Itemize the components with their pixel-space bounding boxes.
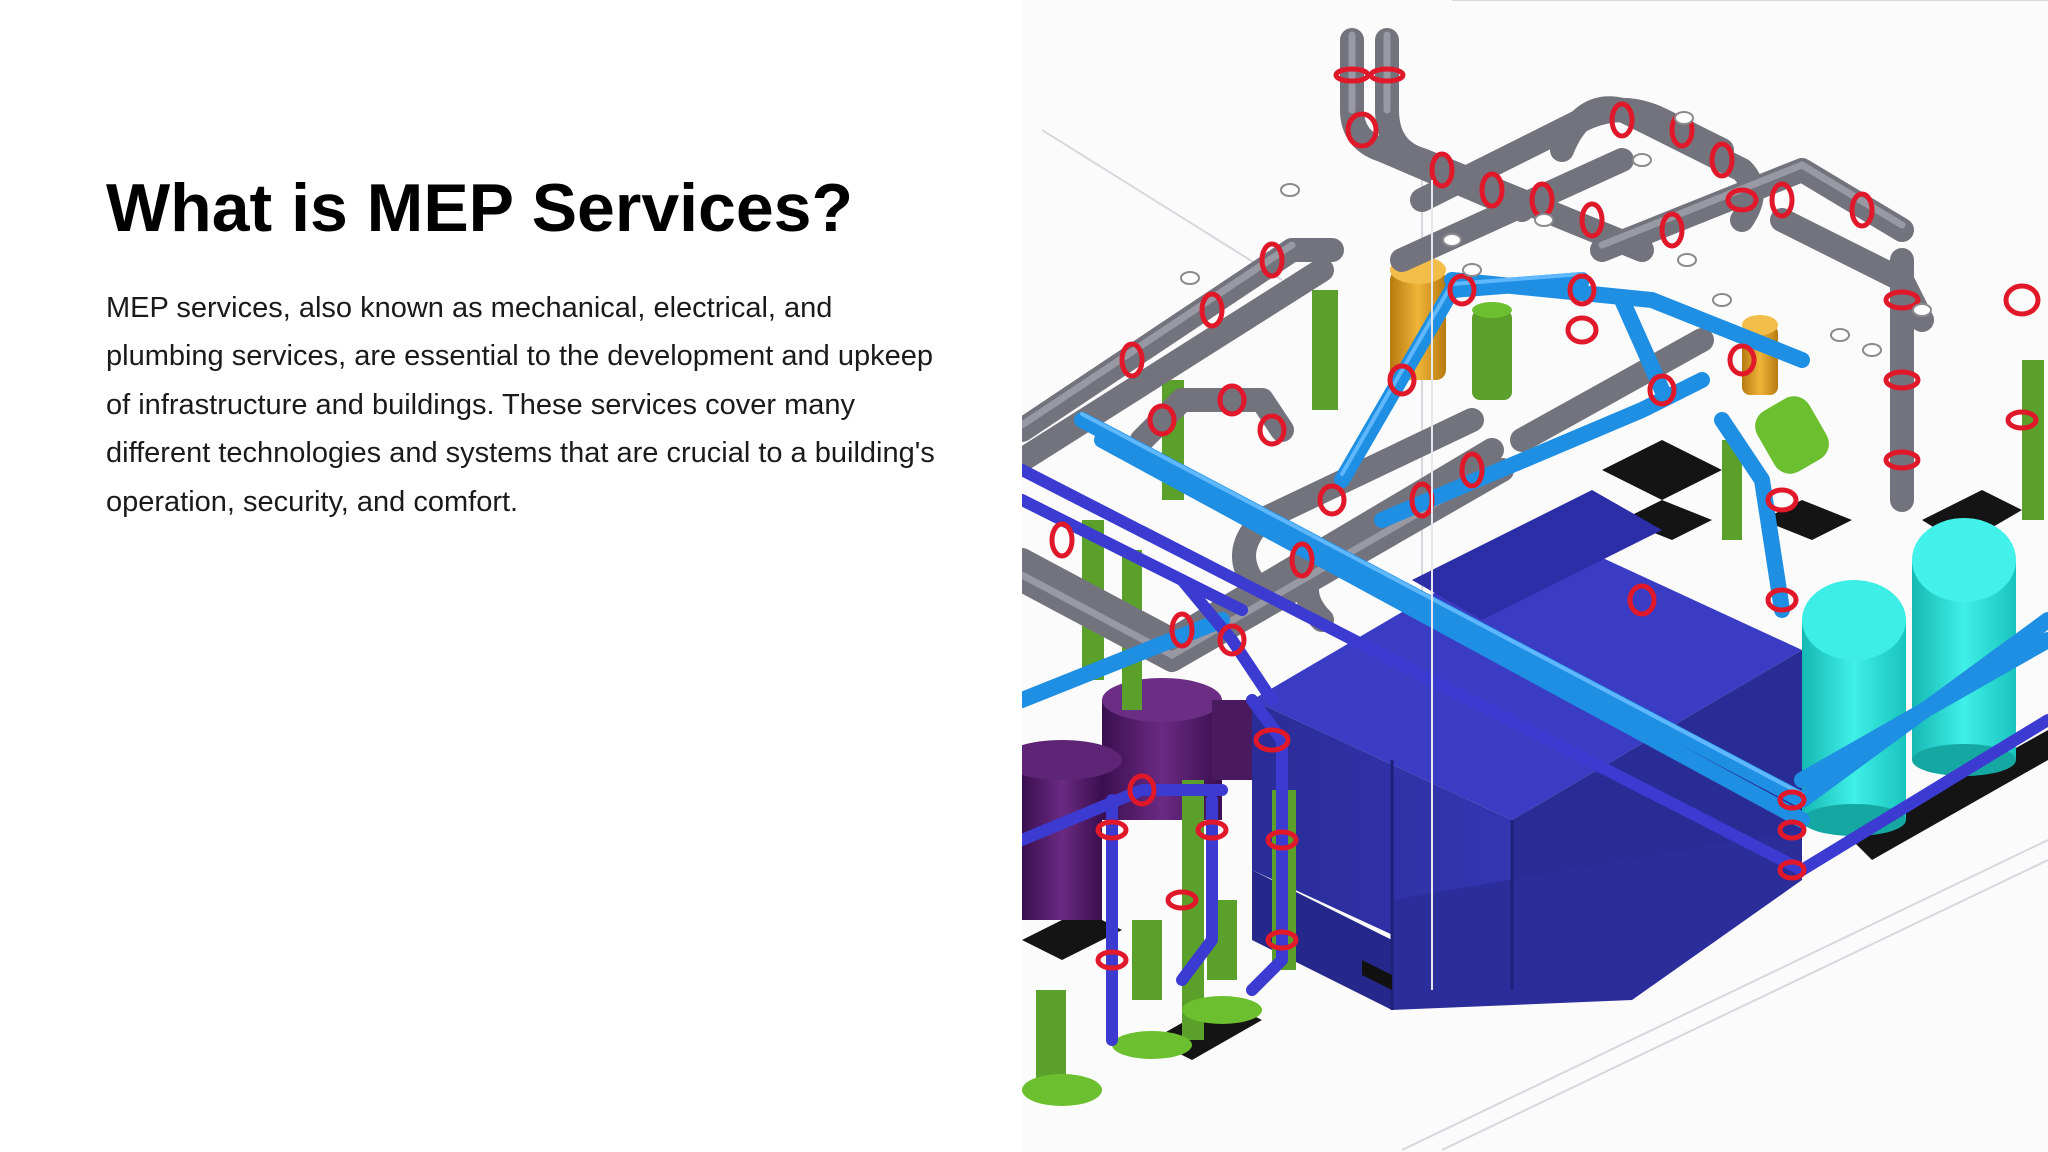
text-panel: What is MEP Services? MEP services, also… (0, 0, 1022, 1152)
mep-model-illustration (1022, 0, 2048, 1151)
annotation-tags (1180, 111, 1932, 357)
slide-title: What is MEP Services? (106, 170, 854, 246)
green-pump-motors (1022, 302, 1829, 1106)
mep-3d-model-image (1022, 0, 2048, 1152)
slide-body-text: MEP services, also known as mechanical, … (106, 292, 935, 518)
grey-pipe-highlights (1022, 31, 1906, 660)
